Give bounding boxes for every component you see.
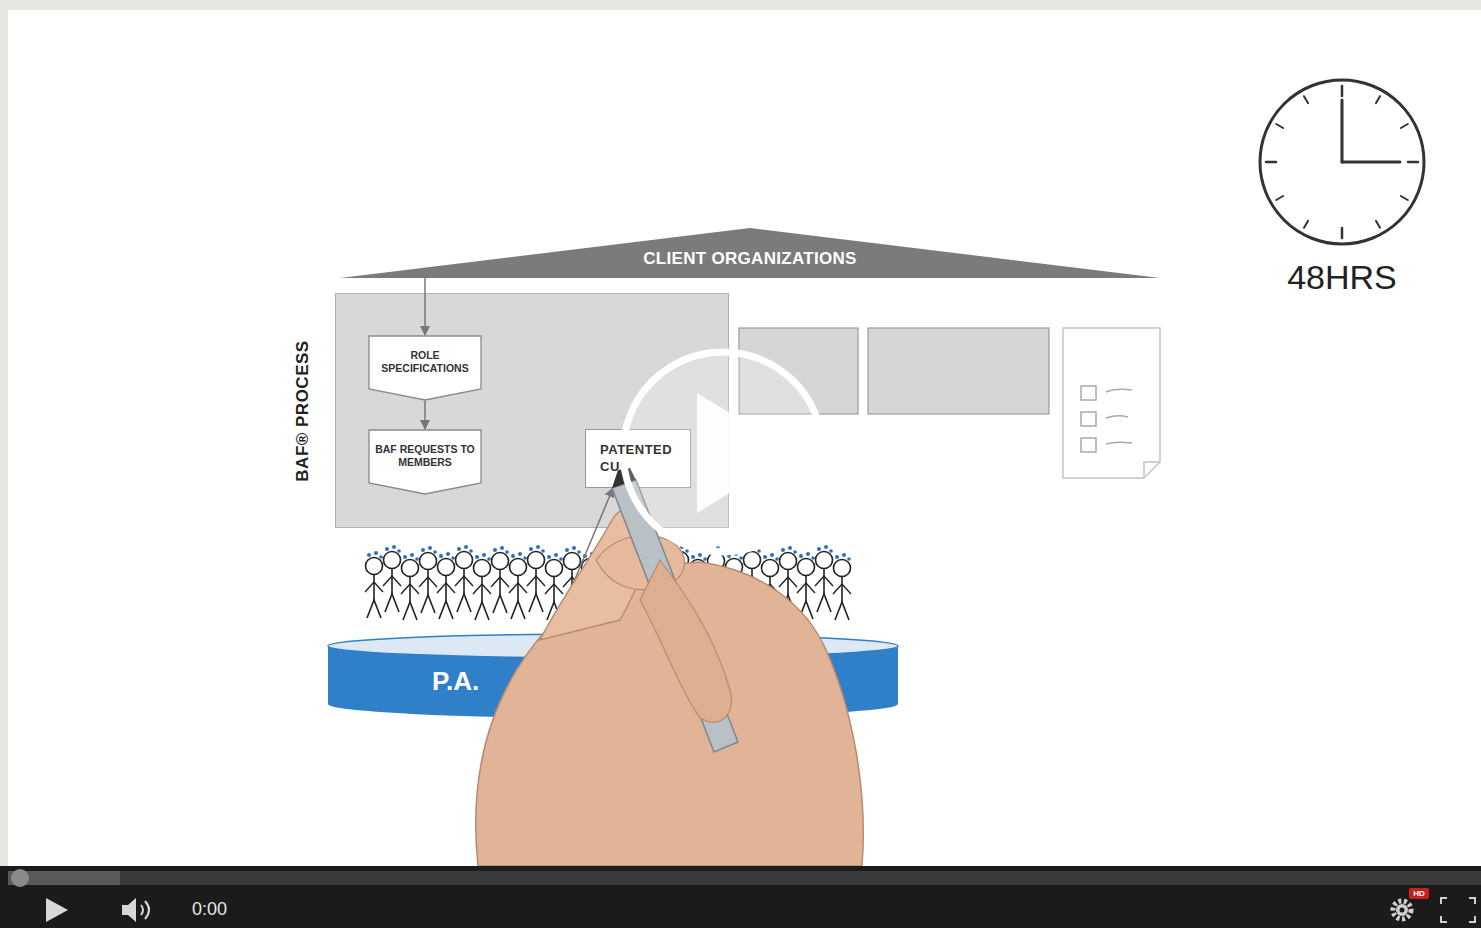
drawing-hand xyxy=(476,468,863,866)
pool-platform: P.A. xyxy=(328,632,898,718)
empty-box xyxy=(739,328,858,414)
band-title: CLIENT ORGANIZATIONS xyxy=(340,228,1160,269)
step-label: BAF REQUESTS TO MEMBERS xyxy=(368,443,482,468)
flow-arrow xyxy=(424,278,426,335)
crowd-figures xyxy=(365,545,851,620)
client-band: CLIENT ORGANIZATIONS xyxy=(340,228,1160,278)
video-frame xyxy=(8,10,1481,866)
progress-knob xyxy=(11,869,29,887)
time-counter: 0:00 xyxy=(192,899,252,920)
document-icon xyxy=(1063,328,1160,478)
box-label: PATENTED CU xyxy=(586,442,690,475)
fullscreen-icon xyxy=(1441,898,1475,922)
process-area: BAF® PROCESSROLE SPECIFICATIONSBAF REQUE… xyxy=(335,293,729,528)
settings-gear xyxy=(1393,901,1411,919)
process-step: BAF REQUESTS TO MEMBERS xyxy=(368,429,482,495)
clock-icon xyxy=(1260,80,1424,244)
play-button xyxy=(623,352,823,552)
process-step: ROLE SPECIFICATIONS xyxy=(368,335,482,401)
process-heading: BAF® PROCESS xyxy=(292,311,314,511)
volume-icon xyxy=(122,898,149,922)
process-box: PATENTED CU xyxy=(585,429,691,488)
flow-arrow xyxy=(553,488,613,632)
cyl-outline xyxy=(328,632,898,718)
time-label: 48HRS xyxy=(1262,258,1422,297)
empty-box xyxy=(868,328,1049,414)
hd-badge: HD xyxy=(1409,888,1429,899)
progress-track xyxy=(8,871,1481,885)
control-bar xyxy=(0,866,1481,928)
platform-label: P.A. xyxy=(328,666,898,697)
play-icon xyxy=(46,898,68,922)
flow-arrow xyxy=(424,401,426,429)
step-label: ROLE SPECIFICATIONS xyxy=(368,349,482,374)
